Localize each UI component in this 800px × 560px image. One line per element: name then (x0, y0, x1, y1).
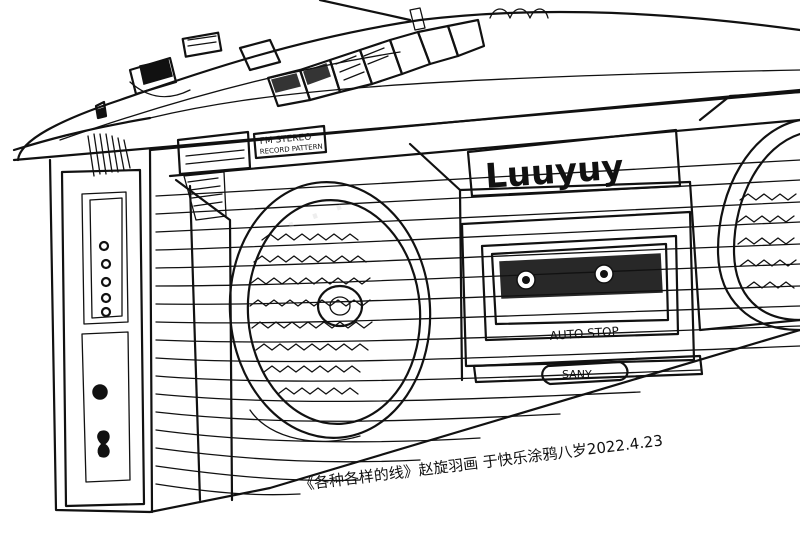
piano-keys (266, 18, 486, 108)
right-speaker (698, 90, 800, 332)
roof-controls (94, 31, 282, 120)
top-handle (12, 10, 800, 162)
boombox-body (48, 88, 800, 514)
antenna (318, 0, 549, 31)
left-speaker-grille (249, 233, 373, 395)
brand-label: Luuyuy (484, 147, 625, 197)
left-speaker (228, 181, 432, 442)
fm-label-block: FM STEREO RECORD PATTERN (176, 124, 328, 221)
auto-stop-label: AUTO STOP (549, 324, 619, 343)
left-side-panel (60, 133, 146, 508)
fm-label-line1: FM STEREO (259, 133, 311, 147)
sanyo-label: SANY (562, 368, 592, 381)
cassette-window (499, 253, 663, 299)
cassette-deck: Luuyuy AUTO STOP SANY (408, 128, 800, 386)
